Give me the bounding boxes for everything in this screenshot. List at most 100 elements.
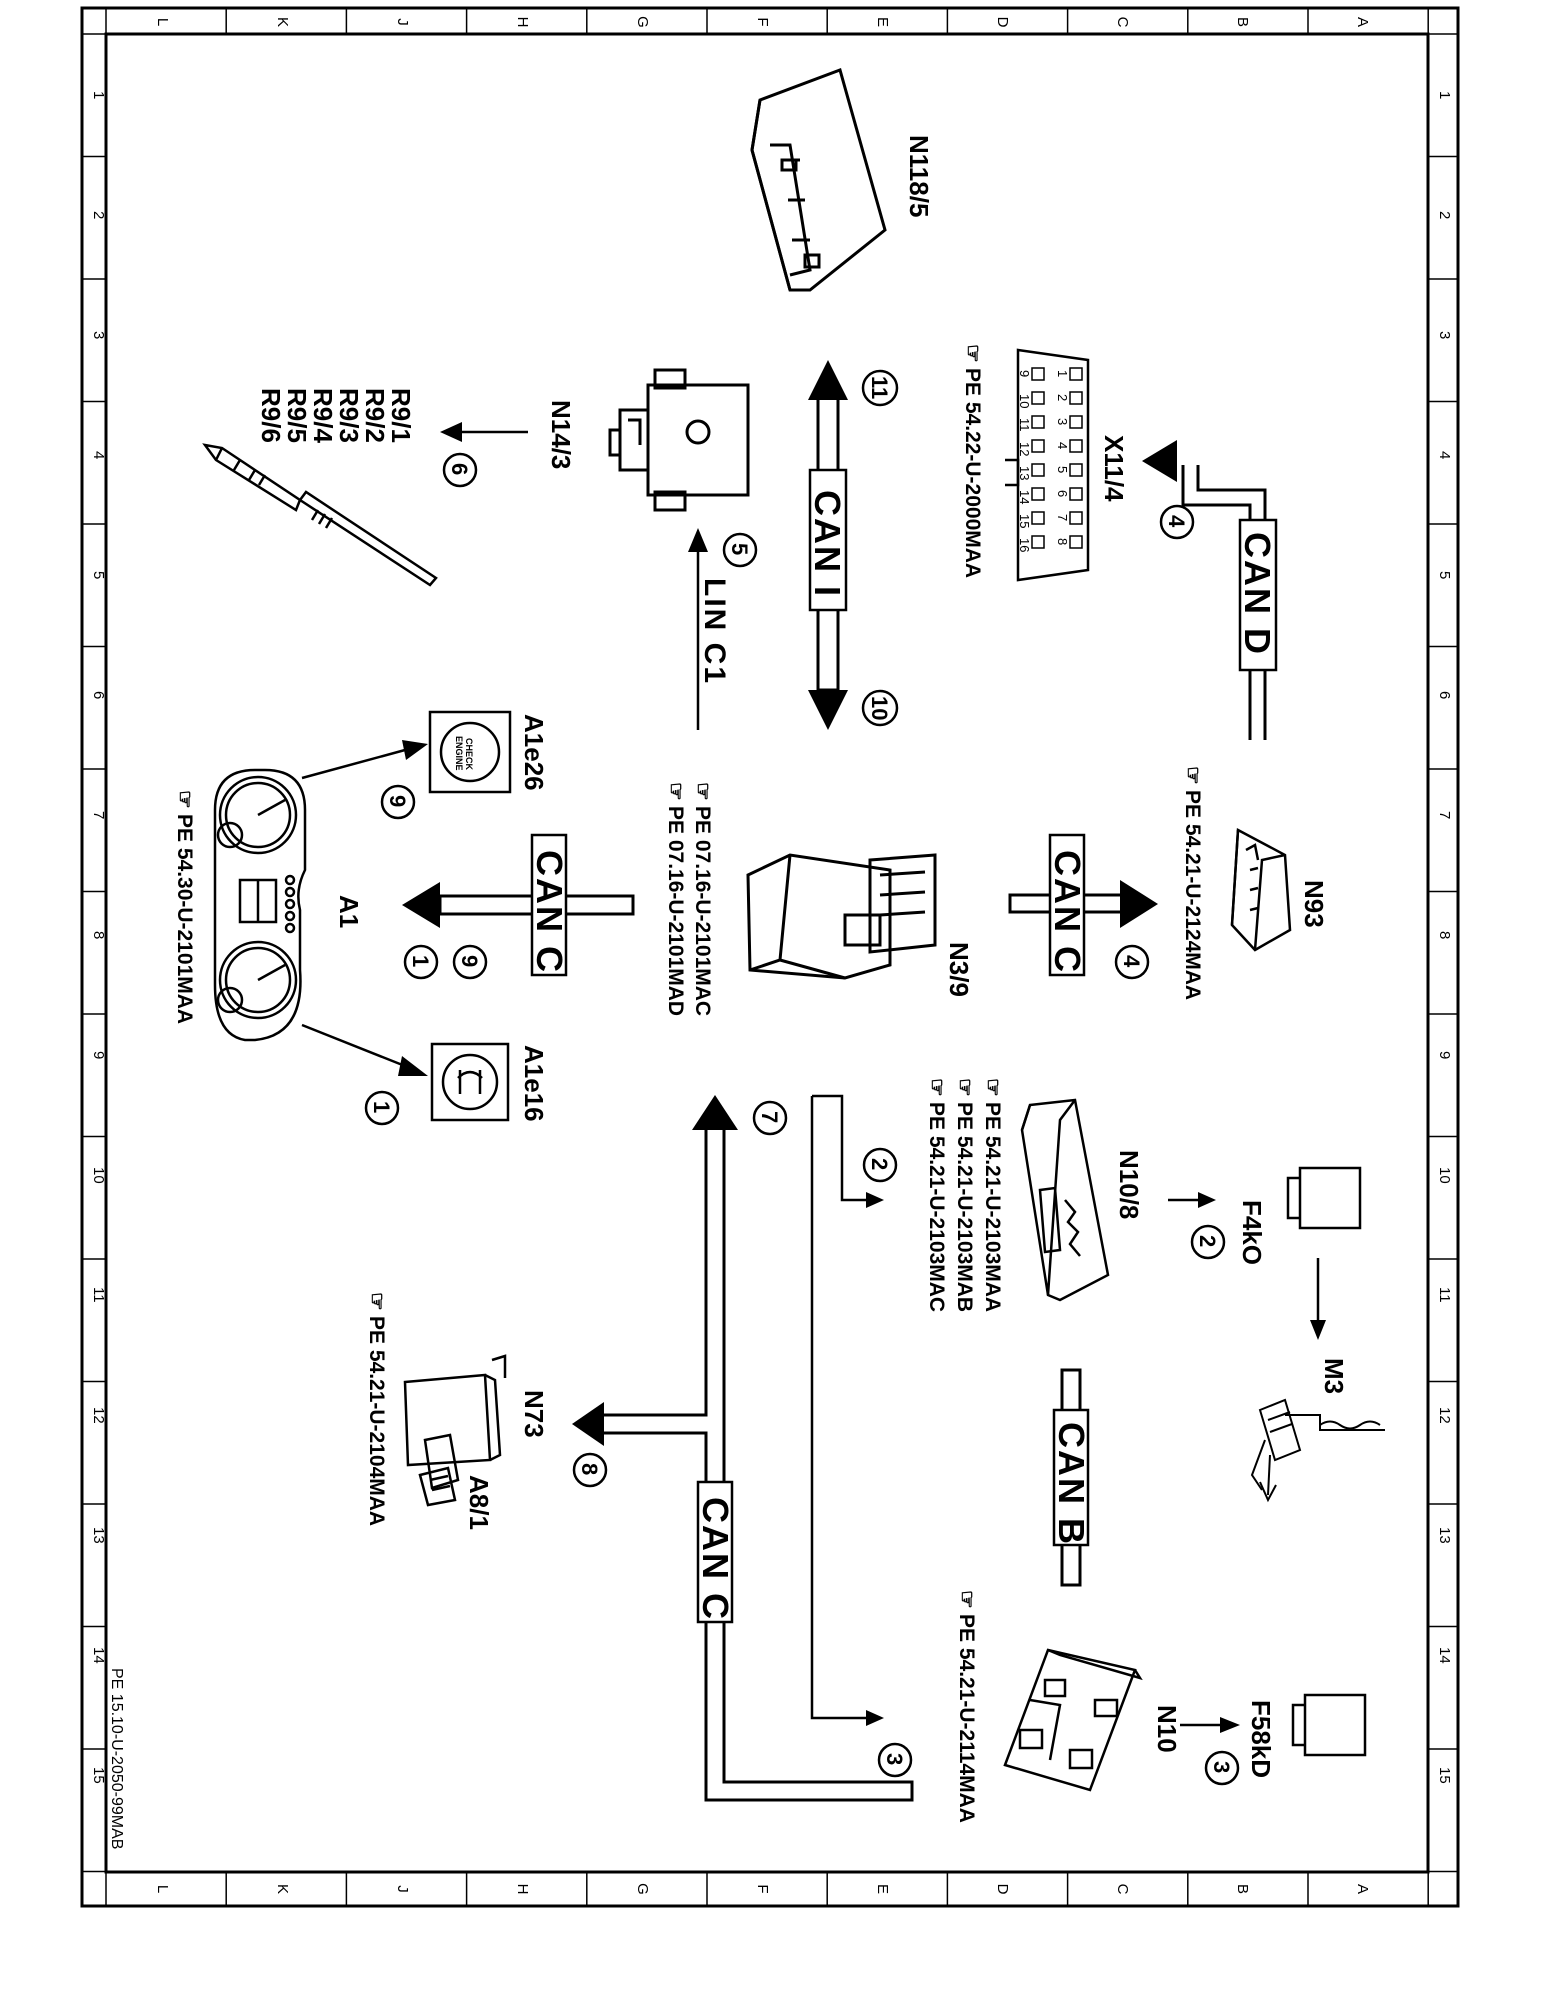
grid-number-left: 1: [90, 91, 107, 99]
grid-letter-top: H: [514, 17, 531, 28]
grid-number-left: 10: [90, 1167, 107, 1184]
label-m3: M3: [1319, 1358, 1349, 1394]
ref-icon: ☞: [173, 790, 196, 809]
circle-1-a1e16-text: 1: [369, 1101, 394, 1113]
circle-4-top-text: 4: [1164, 515, 1189, 528]
obd-pin: [1069, 367, 1083, 381]
label-n14-3: N14/3: [546, 400, 576, 469]
obd-pin-number: 4: [1055, 442, 1070, 449]
obd-pin: [1031, 535, 1045, 549]
circle-9-a1-text: 9: [457, 955, 482, 967]
label-x11-4: X11/4: [1099, 435, 1129, 502]
obd-pin: [1069, 511, 1083, 525]
obd-pin-number: 14: [1017, 490, 1032, 504]
circle-2-n10-text: 2: [1195, 1235, 1220, 1247]
ref-text-n3-9-1: PE 07.16-U-2101MAC: [691, 806, 714, 1016]
obd-pin-number: 7: [1055, 514, 1070, 521]
obd-pin-number: 5: [1055, 466, 1070, 473]
ref-icon: ☞: [664, 782, 687, 801]
circle-3-bus-text: 3: [882, 1753, 907, 1765]
obd-pin: [1069, 391, 1083, 405]
circle-4-n93: [1114, 944, 1150, 980]
grid-letter-bottom: H: [514, 1884, 531, 1895]
ref-n10-8: ☞ PE 54.21-U-2103MAA ☞ PE 54.21-U-2103MA…: [925, 1078, 1004, 1312]
obd-pin: [1069, 463, 1083, 477]
grid-number-left: 7: [90, 811, 107, 819]
grid-letter-bottom: B: [1234, 1884, 1251, 1894]
circle-5-text: 5: [727, 543, 752, 555]
ref-text-n93: PE 54.21-U-2124MAA: [1181, 790, 1204, 1000]
can-i-label: CAN I: [807, 490, 848, 598]
obd-pin: [1069, 487, 1083, 501]
grid-numbers: 1 2 3 4 5 6 7 8 9 10 11 12 13 14 15 1 2 …: [90, 91, 1453, 1784]
ref-n73: ☞ PE 54.21-U-2104MAA: [365, 1292, 388, 1526]
obd-pin: [1031, 463, 1045, 477]
obd-pin-number: 13: [1017, 466, 1032, 480]
grid-number-left: 15: [90, 1767, 107, 1784]
circle-2-n3-text: 2: [867, 1158, 892, 1170]
a1e16-lamp: [430, 1042, 510, 1122]
grid-number-left: 13: [90, 1527, 107, 1544]
obd-pin: [1031, 439, 1045, 453]
ref-icon: ☞: [1181, 766, 1204, 785]
ref-icon: ☞: [955, 1590, 978, 1609]
footer-reference: PE 15.10-U-2050-99MAB: [108, 1668, 125, 1849]
ref-icon: ☞: [365, 1292, 388, 1311]
label-r9-5: R9/5: [282, 388, 312, 443]
circle-2-n3: [862, 1147, 898, 1183]
ref-text-n10: PE 54.21-U-2114MAA: [955, 1614, 978, 1823]
ref-text-n10-8-2: PE 54.21-U-2103MAB: [953, 1102, 976, 1312]
circle-8: [572, 1452, 608, 1488]
grid-letter-top: A: [1354, 17, 1371, 27]
label-a1: A1: [334, 895, 364, 928]
label-n10: N10: [1152, 1705, 1182, 1753]
can-i-label-box: [808, 468, 848, 612]
ref-text-a1: PE 54.30-U-2101MAA: [173, 814, 196, 1024]
circle-4-top: [1159, 504, 1195, 540]
ref-icon: ☞: [961, 344, 984, 363]
x11-4-obd-connector: [1005, 348, 1090, 582]
circle-5: [722, 532, 758, 568]
signal-line-2: [812, 1094, 868, 1202]
label-f4k0: F4kO: [1237, 1200, 1267, 1265]
obd-pin-number: 16: [1017, 538, 1032, 552]
grid-number-left: 12: [90, 1407, 107, 1424]
grid-number-right: 13: [1436, 1527, 1453, 1544]
grid-number-right: 7: [1436, 811, 1453, 819]
grid-letter-bottom: C: [1114, 1884, 1131, 1895]
label-r9-1: R9/1: [386, 388, 416, 443]
check-engine-text-2: ENGINE: [454, 736, 464, 771]
grid-letter-top: G: [634, 16, 651, 28]
grid-letter-top: E: [874, 17, 891, 27]
grid-letter-top: B: [1234, 17, 1251, 27]
grid-number-right: 10: [1436, 1167, 1453, 1184]
circle-3-n10: [1204, 1750, 1240, 1786]
grid-number-left: 8: [90, 931, 107, 939]
label-n118-5: N118/5: [904, 135, 934, 217]
grid-letter-top: D: [994, 17, 1011, 28]
ref-n10: ☞ PE 54.21-U-2114MAA: [955, 1590, 978, 1823]
grid-letter-bottom: G: [634, 1883, 651, 1895]
grid-number-left: 14: [90, 1647, 107, 1664]
can-c-bottom-label: CAN C: [695, 1497, 736, 1621]
grid-number-right: 1: [1436, 91, 1453, 99]
lin-c1-line: [688, 528, 708, 730]
circle-9-a1e26: [380, 784, 416, 820]
grid-number-right: 4: [1436, 451, 1453, 459]
grid-number-right: 6: [1436, 691, 1453, 699]
inner-frame: [104, 32, 1430, 1874]
grid-letter-bottom: J: [394, 1885, 411, 1893]
grid-number-left: 9: [90, 1051, 107, 1059]
grid-number-left: 4: [90, 451, 107, 459]
n14-3-module: [608, 368, 750, 512]
f58kd-relay: [1291, 1693, 1367, 1757]
circle-7-text: 7: [757, 1111, 782, 1123]
circle-11: [861, 369, 899, 407]
n10-module: [1003, 1648, 1143, 1792]
can-b-label-box: [1052, 1408, 1090, 1547]
circle-2-n10: [1190, 1224, 1226, 1260]
obd-pin: [1031, 487, 1045, 501]
f4k0-relay: [1286, 1166, 1362, 1230]
n3-9-ecu: [746, 853, 937, 980]
